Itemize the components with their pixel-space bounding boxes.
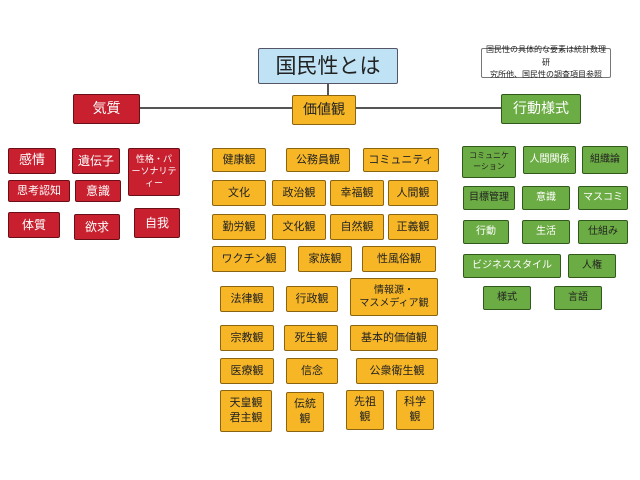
kachikan-item: 伝統 観 xyxy=(286,392,324,432)
kodo-item: 生活 xyxy=(522,220,570,244)
kachikan-item: 科学 観 xyxy=(396,390,434,430)
kishitsu-item: 性格・パ ーソナリテ ィー xyxy=(128,148,180,196)
kachikan-item: 性風俗観 xyxy=(362,246,436,272)
kachikan-item: 文化 xyxy=(212,180,266,206)
kodo-item: 行動 xyxy=(463,220,509,244)
kachikan-item: ワクチン観 xyxy=(212,246,286,272)
kodo-item: コミュニケ ーション xyxy=(462,146,516,178)
kachikan-item: 政治観 xyxy=(272,180,326,206)
kodo-item: 様式 xyxy=(483,286,531,310)
kishitsu-item: 自我 xyxy=(134,208,180,238)
kodo-item: 組織論 xyxy=(582,146,628,174)
kachikan-item: 公務員観 xyxy=(286,148,350,172)
kachikan-item: 公衆衛生観 xyxy=(356,358,438,384)
kachikan-item: 人間観 xyxy=(388,180,438,206)
kachikan-item: 基本的価値観 xyxy=(350,325,438,351)
root-node: 国民性とは xyxy=(258,48,398,84)
kishitsu-item: 遺伝子 xyxy=(72,148,120,174)
reference-note: 国民性の具体的な要素は統計数理研 究所他、国民性の調査項目参照 xyxy=(481,45,611,79)
kachikan-item: 先祖 観 xyxy=(346,390,384,430)
kodo-item: 言語 xyxy=(554,286,602,310)
kishitsu-item: 欲求 xyxy=(74,214,120,240)
kachikan-item: コミュニティ xyxy=(363,148,439,172)
kishitsu-item: 感情 xyxy=(8,148,56,174)
kachikan-item: 勤労観 xyxy=(212,214,266,240)
kachikan-item: 医療観 xyxy=(220,358,274,384)
kachikan-item: 家族観 xyxy=(298,246,352,272)
kachikan-item: 自然観 xyxy=(330,214,384,240)
kachikan-item: 法律観 xyxy=(220,286,274,312)
kachikan-item: 文化観 xyxy=(272,214,326,240)
kachikan-item: 天皇観 君主観 xyxy=(220,390,272,432)
kachikan-item: 宗教観 xyxy=(220,325,274,351)
kodo-item: ビジネススタイル xyxy=(463,254,561,278)
category-kishitsu: 気質 xyxy=(73,94,140,124)
kodo-item: 目標管理 xyxy=(463,186,515,210)
kachikan-item: 信念 xyxy=(286,358,338,384)
kodo-item: マスコミ xyxy=(578,186,628,210)
category-kachikan: 価値観 xyxy=(292,95,356,125)
kachikan-item: 死生観 xyxy=(284,325,338,351)
kodo-item: 仕組み xyxy=(578,220,628,244)
kodo-item: 意識 xyxy=(522,186,570,210)
kishitsu-item: 体質 xyxy=(8,212,60,238)
kachikan-item: 幸福観 xyxy=(330,180,384,206)
kishitsu-item: 思考認知 xyxy=(8,180,70,202)
kachikan-item: 健康観 xyxy=(212,148,266,172)
kachikan-item: 情報源・ マスメディア観 xyxy=(350,278,438,316)
kodo-item: 人間関係 xyxy=(523,146,576,174)
kachikan-item: 行政観 xyxy=(286,286,338,312)
kachikan-item: 正義観 xyxy=(388,214,438,240)
kishitsu-item: 意識 xyxy=(75,180,121,202)
category-kodo-yoshiki: 行動様式 xyxy=(501,94,581,124)
kodo-item: 人権 xyxy=(568,254,616,278)
